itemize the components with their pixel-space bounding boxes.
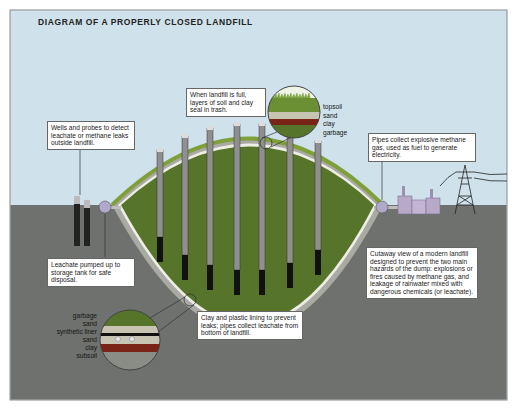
layer-label: clay	[323, 120, 335, 127]
plant-building	[412, 200, 426, 214]
gas-pipes	[157, 122, 321, 295]
callout-box: Wells and probes to detect leachate or m…	[47, 121, 135, 150]
pipe	[182, 136, 188, 255]
pipe-end	[234, 270, 240, 295]
pipe-cap	[234, 122, 240, 126]
leader-line	[150, 297, 185, 318]
plant-building	[426, 198, 440, 214]
clay-layer	[98, 344, 162, 352]
power-line	[440, 172, 507, 186]
leachate-pipe-section	[116, 337, 121, 342]
callout-box: Clay and plastic lining to prevent leaks…	[197, 311, 303, 340]
callout-box: When landfill is full, layers of soil an…	[186, 88, 266, 117]
gas-tank	[376, 201, 388, 213]
sand-layer	[98, 326, 162, 333]
sky-panel	[10, 10, 507, 400]
leader-line	[382, 162, 383, 200]
layer-label: clay	[85, 344, 97, 351]
callout-box: Leachate pumped up to storage tank for s…	[47, 258, 135, 287]
cap-layers-detail	[266, 84, 322, 140]
leachate-pipe-section	[130, 337, 135, 342]
well-cap	[74, 196, 80, 204]
well	[84, 200, 90, 246]
layer-label: subsoil	[76, 352, 97, 359]
leader-line	[158, 305, 194, 332]
topsoil-layer	[266, 98, 322, 112]
power-pylon	[440, 165, 507, 214]
leader-line	[271, 138, 290, 147]
pipe-end	[259, 270, 265, 295]
chimney	[402, 186, 405, 196]
layer-label: sand	[323, 112, 337, 119]
pipe-end	[207, 265, 213, 290]
pipe-end	[315, 250, 321, 275]
callout-box: Pipes collect explosive methane gas, use…	[368, 133, 476, 162]
pipe-end	[287, 263, 293, 288]
leader-line	[105, 214, 106, 257]
leader-line	[80, 150, 81, 195]
callout-text: Cutaway view of a modern landfill design…	[370, 250, 474, 296]
pipe	[234, 124, 240, 270]
layer-label: sand	[83, 320, 97, 327]
pipe	[207, 128, 213, 265]
pipe	[259, 124, 265, 270]
callout-text: Clay and plastic lining to prevent leaks…	[201, 314, 299, 337]
layer-label: garbage	[323, 129, 347, 136]
pipe-cap	[157, 148, 163, 152]
callout-box: Cutaway view of a modern landfill design…	[366, 247, 478, 299]
pipe-cap	[207, 126, 213, 130]
subsoil-layer	[98, 352, 162, 372]
pipe	[315, 141, 321, 250]
leachate-tank	[99, 201, 111, 213]
well	[74, 196, 80, 246]
pipe-cap	[182, 134, 188, 138]
sand-layer	[266, 112, 322, 119]
clay-layer	[266, 119, 322, 125]
garbage-mass	[121, 147, 374, 324]
plant-building	[398, 196, 412, 214]
layer-label: garbage	[73, 312, 97, 319]
layer-label: sand	[83, 336, 97, 343]
pylon-frame	[455, 165, 475, 214]
well-cap	[84, 200, 90, 208]
synthetic-liner	[98, 333, 162, 336]
chimney	[430, 189, 433, 198]
detail-marker	[260, 137, 272, 149]
layer-label: synthetic liner	[57, 328, 97, 335]
pipe-cap	[315, 139, 321, 143]
pipe-end	[182, 255, 188, 280]
garbage-layer	[98, 308, 162, 326]
callout-text: Wells and probes to detect leachate or m…	[51, 124, 131, 147]
inner-liner	[118, 144, 377, 327]
detail-marker	[184, 294, 196, 306]
magnifier-circle	[268, 86, 320, 138]
magnifier-circle	[100, 310, 160, 370]
callout-text: Pipes collect explosive methane gas, use…	[372, 136, 472, 159]
liner-layers-detail	[98, 308, 162, 372]
pipe-end	[157, 237, 163, 262]
callout-text: When landfill is full, layers of soil an…	[190, 91, 262, 114]
layer-label: topsoil	[323, 103, 342, 110]
pipe	[157, 150, 163, 237]
pipe-cap	[259, 122, 265, 126]
pipe	[287, 130, 293, 263]
sand-layer	[98, 336, 162, 344]
diagram-title: DIAGRAM OF A PROPERLY CLOSED LANDFILL	[38, 17, 253, 27]
liner-band	[112, 139, 383, 333]
leader-line	[262, 132, 277, 138]
callout-text: Leachate pumped up to storage tank for s…	[51, 261, 131, 284]
